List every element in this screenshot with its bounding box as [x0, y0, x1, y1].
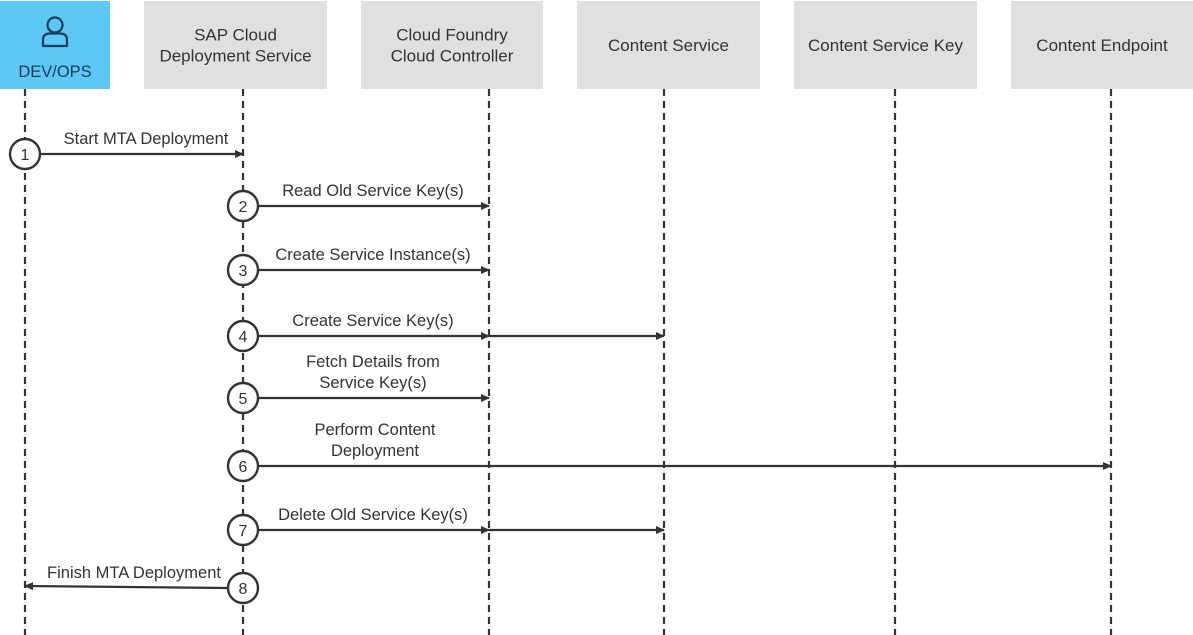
step-label: Delete Old Service Key(s): [278, 506, 468, 524]
step-number-circle: [226, 449, 260, 483]
participant-header-endpoint: Content Endpoint: [1011, 1, 1193, 89]
step-8: Finish MTA Deployment 8: [24, 564, 260, 605]
step-number-circle: [226, 381, 260, 415]
participant-label: Cloud Controller: [391, 47, 514, 66]
participant-box: [794, 1, 977, 89]
step-number-circle: [226, 571, 260, 605]
step-label: Deployment: [331, 442, 419, 460]
step-4: Create Service Key(s) 4: [226, 312, 665, 353]
participant-label: Deployment Service: [159, 47, 311, 66]
user-icon: [41, 16, 69, 48]
actor-header: DEV/OPS: [0, 1, 110, 89]
step-label: Create Service Key(s): [292, 312, 453, 330]
step-number: 2: [239, 199, 248, 216]
step-number: 4: [239, 329, 248, 346]
participant-box: [1011, 1, 1193, 89]
step-label: Finish MTA Deployment: [47, 564, 221, 582]
step-number-circle: [226, 253, 260, 287]
participant-label: Content Endpoint: [1036, 36, 1168, 55]
step-label: Start MTA Deployment: [64, 130, 229, 148]
participant-label: Cloud Foundry: [396, 26, 508, 45]
step-label: Create Service Instance(s): [275, 246, 470, 264]
participant-label: SAP Cloud: [194, 26, 277, 45]
participant-box: [577, 1, 760, 89]
step-label: Fetch Details from: [306, 353, 440, 371]
step-number-circle: [226, 189, 260, 223]
step-label: Service Key(s): [319, 374, 426, 392]
lifelines: [23, 89, 1113, 635]
step-2: Read Old Service Key(s) 2: [226, 182, 490, 223]
participant-header-key: Content Service Key: [794, 1, 977, 89]
step-3: Create Service Instance(s) 3: [226, 246, 490, 287]
step-7: Delete Old Service Key(s) 7: [226, 506, 665, 547]
step-label: Read Old Service Key(s): [282, 182, 464, 200]
step-number-circle: [226, 513, 260, 547]
step-number: 1: [21, 147, 30, 164]
participant-box: [361, 1, 543, 89]
step-number-circle: [8, 137, 42, 171]
step-1: Start MTA Deployment 1: [8, 130, 244, 171]
step-label: Perform Content: [314, 421, 435, 439]
participant-label: Content Service: [608, 36, 729, 55]
step-number: 3: [239, 263, 248, 280]
step-number: 6: [239, 459, 248, 476]
step-number-circle: [226, 319, 260, 353]
participant-header-content: Content Service: [577, 1, 760, 89]
step-number: 5: [239, 391, 248, 408]
message-arrow: [24, 582, 229, 591]
step-number: 7: [239, 523, 248, 540]
step-number: 8: [239, 581, 248, 598]
participant-box: [144, 1, 327, 89]
actor-label: DEV/OPS: [18, 63, 91, 81]
participant-label: Content Service Key: [808, 36, 963, 55]
